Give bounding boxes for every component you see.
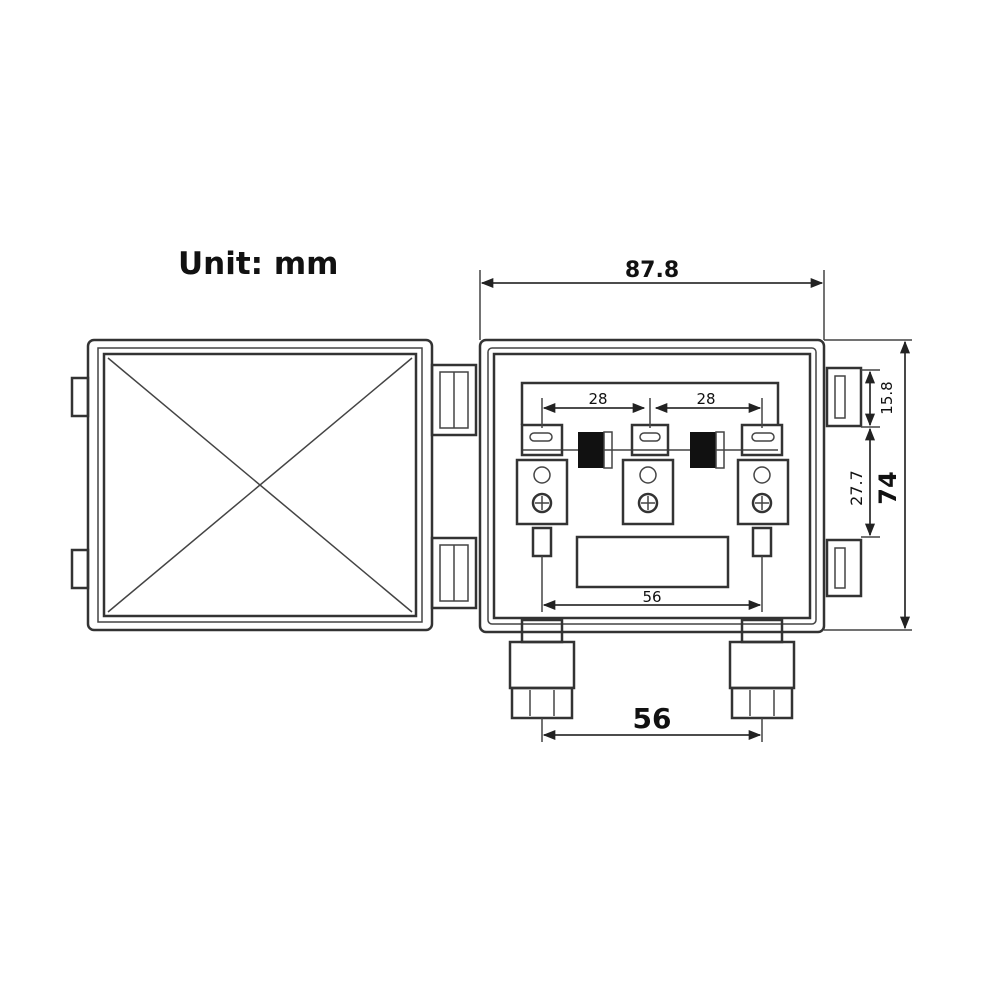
dimension-right-side: 15.8 27.7 74 [824, 339, 912, 631]
dim-28-left: 28 [588, 390, 607, 408]
lid [70, 338, 434, 632]
dim-28-right: 28 [696, 390, 715, 408]
terminal-right [736, 423, 790, 558]
dim-74: 74 [874, 471, 902, 504]
unit-label: Unit: mm [178, 246, 338, 282]
mount-tab-top [825, 366, 863, 428]
diode-right [690, 431, 725, 469]
dim-15-8: 15.8 [878, 381, 896, 414]
base-box [478, 338, 863, 634]
cable-gland-left [508, 618, 576, 720]
terminal-center [621, 423, 675, 526]
dimension-gland-spacing: 56 [541, 702, 763, 742]
dimension-terminal-pitch: 28 28 [541, 390, 763, 428]
dimension-overall-width: 87.8 [479, 258, 825, 340]
cable-gland-right [728, 618, 796, 720]
terminal-left [515, 423, 569, 558]
dim-87-8: 87.8 [625, 258, 679, 283]
mount-tab-bottom [825, 538, 863, 598]
hinge-top [430, 363, 478, 437]
dimension-inner-span: 56 [541, 556, 763, 612]
label-area [575, 535, 730, 589]
dim-56-glands: 56 [633, 702, 672, 735]
hinge-bottom [430, 536, 478, 610]
dim-27-7: 27.7 [847, 470, 866, 506]
dim-56-inner: 56 [642, 588, 661, 606]
diode-left [578, 431, 613, 469]
